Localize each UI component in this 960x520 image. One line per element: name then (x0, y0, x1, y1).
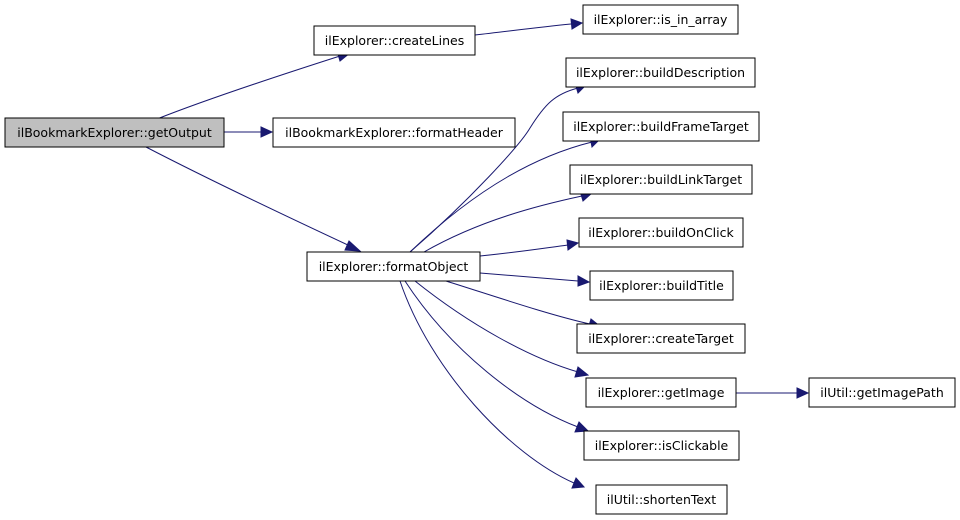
node-createTarget-box (576, 323, 746, 354)
node-formatObject-box (306, 251, 481, 282)
node-buildFrameTarget-box (562, 111, 760, 142)
node-buildLinkTarget-label: ilExplorer::buildLinkTarget (580, 172, 742, 187)
node-isClickable-label: ilExplorer::isClickable (595, 438, 729, 453)
node-buildDescription-box (565, 57, 756, 88)
node-createLines-label: ilExplorer::createLines (325, 33, 464, 48)
node-isClickable[interactable]: ilExplorer::isClickable (583, 430, 740, 461)
node-createTarget[interactable]: ilExplorer::createTarget (576, 323, 746, 354)
edge-getOutput-createLines (156, 50, 352, 120)
node-buildDescription-label: ilExplorer::buildDescription (576, 65, 745, 80)
node-buildLinkTarget[interactable]: ilExplorer::buildLinkTarget (569, 164, 753, 195)
node-getImage-label: ilExplorer::getImage (598, 385, 725, 400)
node-is_in_array[interactable]: ilExplorer::is_in_array (582, 4, 739, 35)
node-is_in_array-label: ilExplorer::is_in_array (594, 12, 728, 27)
node-formatObject[interactable]: ilExplorer::formatObject (306, 251, 481, 282)
node-getImagePath-box (808, 377, 956, 408)
node-buildDescription[interactable]: ilExplorer::buildDescription (565, 57, 756, 88)
node-buildOnClick[interactable]: ilExplorer::buildOnClick (578, 217, 744, 248)
node-buildOnClick-label: ilExplorer::buildOnClick (588, 225, 734, 240)
edge-formatObject-getImage (414, 280, 590, 378)
node-getImage-box (585, 377, 737, 408)
node-formatHeader-box (272, 117, 516, 148)
node-getOutput[interactable]: ilBookmarkExplorer::getOutput (4, 117, 225, 148)
node-createTarget-label: ilExplorer::createTarget (588, 331, 734, 346)
edge-formatObject-createTarget (445, 280, 603, 330)
node-getOutput-label: ilBookmarkExplorer::getOutput (17, 125, 212, 140)
node-buildLinkTarget-box (569, 164, 753, 195)
node-buildTitle-box (589, 270, 734, 301)
edge-getOutput-formatHeader (224, 126, 274, 138)
edge-formatObject-buildOnClick (479, 239, 580, 257)
node-shortenText[interactable]: ilUtil::shortenText (595, 484, 728, 515)
call-edges (145, 18, 810, 489)
node-buildOnClick-box (578, 217, 744, 248)
node-getImagePath[interactable]: ilUtil::getImagePath (808, 377, 956, 408)
node-createLines[interactable]: ilExplorer::createLines (313, 25, 476, 56)
node-getImagePath-label: ilUtil::getImagePath (820, 385, 944, 400)
node-is_in_array-box (582, 4, 739, 35)
edge-formatObject-buildDescription (409, 82, 588, 253)
function-nodes: ilBookmarkExplorer::getOutput ilExplorer… (4, 4, 956, 515)
edge-formatObject-buildTitle (479, 272, 591, 287)
node-buildFrameTarget[interactable]: ilExplorer::buildFrameTarget (562, 111, 760, 142)
node-isClickable-box (583, 430, 740, 461)
node-getImage[interactable]: ilExplorer::getImage (585, 377, 737, 408)
node-buildFrameTarget-label: ilExplorer::buildFrameTarget (573, 119, 749, 134)
node-shortenText-box (595, 484, 728, 515)
edge-formatObject-isClickable (404, 280, 590, 433)
node-formatObject-label: ilExplorer::formatObject (319, 259, 469, 274)
node-buildTitle-label: ilExplorer::buildTitle (599, 278, 724, 293)
node-buildTitle[interactable]: ilExplorer::buildTitle (589, 270, 734, 301)
node-formatHeader-label: ilBookmarkExplorer::formatHeader (285, 125, 504, 140)
node-shortenText-label: ilUtil::shortenText (607, 492, 716, 507)
edge-formatObject-shortenText (399, 280, 586, 489)
edge-getOutput-formatObject (145, 146, 362, 252)
edge-createLines-is_in_array (474, 18, 584, 36)
node-getOutput-box (4, 117, 225, 148)
node-createLines-box (313, 25, 476, 56)
node-formatHeader[interactable]: ilBookmarkExplorer::formatHeader (272, 117, 516, 148)
edge-getImage-getImagePath (736, 387, 810, 399)
